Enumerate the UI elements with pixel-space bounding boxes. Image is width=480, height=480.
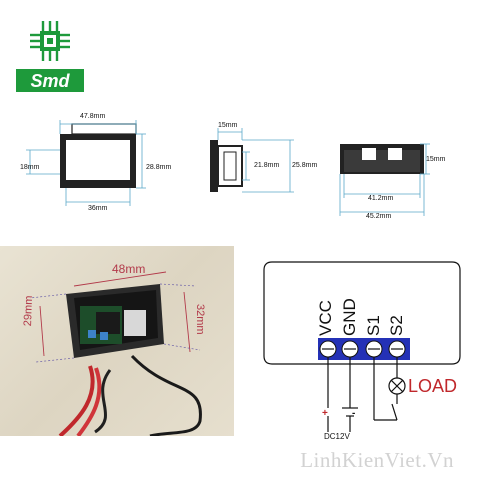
logo-text: Smd xyxy=(30,71,70,91)
chip-logo-icon: Smd xyxy=(16,21,84,92)
front-width-label: 47.8mm xyxy=(80,113,106,120)
load-label: LOAD xyxy=(408,376,458,396)
side-outer-height-label: 25.8mm xyxy=(292,162,318,169)
terminal-label-vcc: VCC xyxy=(316,300,335,336)
supply-label: DC12V xyxy=(324,432,350,441)
side-view-drawing: 15mm 21.8mm 25.8mm xyxy=(200,118,330,198)
front-outer-height-label: 28.8mm xyxy=(146,164,172,171)
plus-sign: + xyxy=(322,408,328,419)
wiring-diagram: VCC GND S1 S2 LOAD + - DC12V xyxy=(262,258,480,448)
top-view-drawing: 15mm 41.2mm 45.2mm xyxy=(334,132,480,224)
top-outer-label: 45.2mm xyxy=(366,213,392,220)
product-photo: 48mm 29mm 32mm xyxy=(0,246,234,436)
watermark: LinhKienViet.Vn xyxy=(300,448,454,472)
front-bottom-label: 36mm xyxy=(88,205,108,212)
minus-sign: - xyxy=(352,408,356,419)
top-inner-label: 41.2mm xyxy=(368,195,394,202)
front-inner-height-label: 18mm xyxy=(20,164,40,171)
terminal-label-gnd: GND xyxy=(340,298,359,336)
photo-depth-label: 32mm xyxy=(194,304,206,335)
side-depth-label: 15mm xyxy=(218,122,238,129)
terminal-label-s1: S1 xyxy=(364,315,383,336)
terminal-label-s2: S2 xyxy=(387,315,406,336)
smd-logo: Smd xyxy=(14,14,86,94)
photo-height-label: 29mm xyxy=(22,295,36,327)
photo-width-label: 48mm xyxy=(112,262,146,276)
front-view-drawing: 47.8mm 18mm 28.8mm 36mm xyxy=(18,112,198,222)
top-depth-label: 15mm xyxy=(426,156,446,163)
side-inner-height-label: 21.8mm xyxy=(254,162,280,169)
